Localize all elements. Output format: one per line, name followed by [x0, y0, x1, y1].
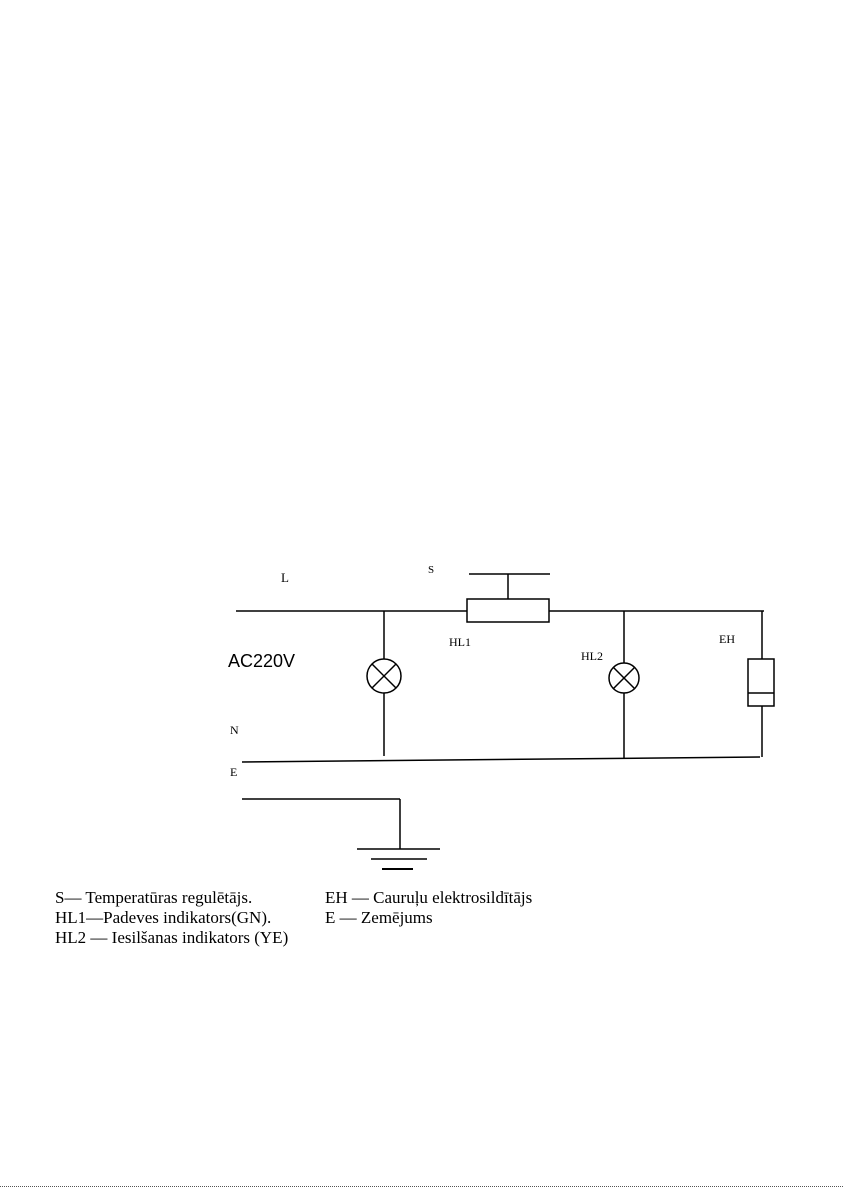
footer-rule [0, 1186, 843, 1187]
legend: S— Temperatūras regulētājs. EH — Cauruļu… [55, 888, 532, 948]
legend-item: HL2 — Iesilšanas indikators (YE) [55, 928, 325, 948]
label-voltage: AC220V [228, 651, 295, 671]
legend-item: S— Temperatūras regulētājs. [55, 888, 325, 908]
label-heater: EH [719, 632, 735, 646]
circuit-diagram: L S HL1 HL2 EH AC220V N E [0, 0, 843, 880]
heater-element-symbol [748, 659, 774, 706]
legend-item: EH — Cauruļu elektrosildītājs [325, 888, 532, 908]
label-earth: E [230, 765, 237, 779]
legend-row: S— Temperatūras regulētājs. EH — Cauruļu… [55, 888, 532, 908]
label-hl2: HL2 [581, 649, 603, 663]
neutral-wire [242, 757, 760, 762]
temperature-regulator-symbol [467, 599, 549, 622]
label-hl1: HL1 [449, 635, 471, 649]
label-regulator: S [428, 564, 434, 576]
label-neutral: N [230, 723, 239, 737]
legend-item: HL1—Padeves indikators(GN). [55, 908, 325, 928]
label-live: L [281, 570, 289, 585]
legend-item: E — Zemējums [325, 908, 433, 928]
legend-row: HL1—Padeves indikators(GN). E — Zemējums [55, 908, 532, 928]
legend-row: HL2 — Iesilšanas indikators (YE) [55, 928, 532, 948]
